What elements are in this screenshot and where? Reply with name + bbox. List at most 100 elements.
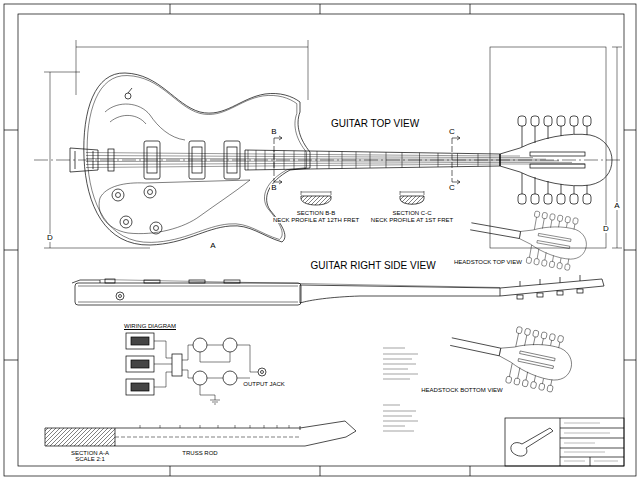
view-label: HEADSTOCK TOP VIEW: [453, 259, 523, 266]
neck-section-a-a: [115, 437, 300, 438]
guitar-side-view: [72, 275, 604, 305]
wiring-diagram: [131, 360, 149, 368]
guitar-side-view: [78, 286, 298, 302]
drawing-frame: [4, 4, 636, 476]
neck-section-a-a: [45, 421, 356, 446]
pickup-symbol: [227, 147, 237, 173]
bridge-tailpiece: [70, 148, 114, 172]
neck-profile-section: [301, 191, 331, 205]
guitar-string: [86, 156, 533, 158]
section-letter: B: [270, 184, 277, 193]
title-block: [511, 428, 553, 456]
view-label: HEADSTOCK BOTTOM VIEW: [420, 387, 503, 394]
guitar-side-view: [300, 285, 500, 303]
neck-profile-section: [400, 191, 424, 195]
notes-text-lines: [383, 348, 418, 431]
headstock-bottom-view: [450, 338, 501, 356]
wiring-diagram: [126, 333, 154, 349]
view-label: WIRING DIAGRAM: [123, 323, 177, 330]
title-block: [505, 418, 624, 466]
section-title: SECTION C-C: [392, 210, 433, 217]
title-block: [564, 423, 618, 461]
guitar-body-top: [110, 115, 146, 124]
wiring-diagram: [210, 395, 220, 404]
section-letter: B: [270, 128, 277, 137]
control-knob: [150, 222, 162, 234]
drawing-frame: [4, 4, 636, 476]
title-block: [560, 418, 624, 466]
neck-profile-section: [400, 196, 424, 204]
pickup-symbol: [144, 141, 160, 179]
guitar-side-view: [520, 275, 580, 286]
wiring-diagram: [126, 379, 154, 395]
section-letter: C: [448, 128, 456, 137]
neck-section-a-a: [45, 421, 356, 446]
view-title: GUITAR RIGHT SIDE VIEW: [309, 260, 436, 271]
pickup-symbol: [224, 141, 240, 179]
dimension-letter: A: [613, 202, 620, 211]
bridge-tailpiece: [108, 149, 114, 171]
guitar-string: [86, 160, 559, 162]
bridge-tailpiece: [70, 148, 98, 172]
control-knob: [112, 189, 124, 201]
guitar-side-view: [75, 283, 301, 305]
wiring-diagram: [131, 337, 149, 345]
neck-section-a-a: [45, 428, 115, 446]
control-knob: [124, 220, 129, 225]
guitar-body-top: [128, 88, 132, 93]
section-title: SECTION B-B: [296, 210, 336, 217]
guitar-body-top: [99, 180, 250, 234]
dimension-lines: [76, 40, 308, 100]
control-knob: [112, 186, 162, 234]
wiring-diagram: [223, 338, 237, 352]
neck-section-a-a: [115, 426, 300, 446]
notes-text-lines: [383, 348, 418, 379]
guitar-side-view: [517, 295, 523, 299]
dimension-letter: D: [46, 234, 54, 243]
drawing-frame: [4, 4, 636, 476]
guitar-side-view: [116, 292, 124, 300]
wiring-diagram: [193, 338, 207, 352]
neck-profile-section: [301, 191, 424, 205]
neck-profile-section: [301, 196, 331, 205]
neck-section-a-a: [140, 425, 289, 428]
wiring-diagram: [261, 371, 264, 374]
wiring-diagram: [126, 356, 154, 372]
control-knob: [116, 193, 121, 198]
guitar-body-top: [125, 93, 131, 99]
wiring-diagram: [172, 354, 182, 376]
fingerboard: [248, 150, 478, 170]
guitar-side-view: [577, 289, 583, 293]
section-letter: A: [209, 242, 216, 251]
guitar-side-view: [500, 279, 604, 296]
control-knob: [148, 190, 153, 195]
drawing-frame: [18, 14, 624, 466]
guitar-string: [86, 164, 585, 168]
title-block: [505, 418, 624, 466]
section-note: NECK PROFILE AT 12TH FRET: [272, 217, 360, 224]
bridge-tailpiece: [75, 151, 93, 169]
dimension-lines: [490, 47, 606, 248]
guitar-string: [86, 158, 546, 160]
section-cut-lines: [274, 136, 460, 184]
guitar-side-view: [119, 295, 122, 298]
section-cut-lines: [274, 138, 452, 182]
view-title: GUITAR TOP VIEW: [330, 118, 420, 129]
neck-profile-section: [301, 191, 331, 195]
guitar-side-view: [72, 280, 100, 283]
wiring-diagram: [193, 371, 207, 385]
pickup-symbol: [147, 147, 157, 173]
headstock-bottom-view: [450, 324, 577, 395]
headstock-top-view: [470, 223, 520, 239]
guitar-side-view: [100, 280, 500, 288]
headstock-top: [500, 116, 612, 204]
section-title: SECTION A-A: [70, 450, 110, 457]
control-knob: [120, 216, 132, 228]
center-line: [34, 160, 620, 161]
control-knob: [154, 226, 159, 231]
part-label: TRUSS ROD: [181, 450, 218, 457]
wiring-diagram: [258, 368, 266, 376]
fingerboard: [245, 150, 500, 170]
